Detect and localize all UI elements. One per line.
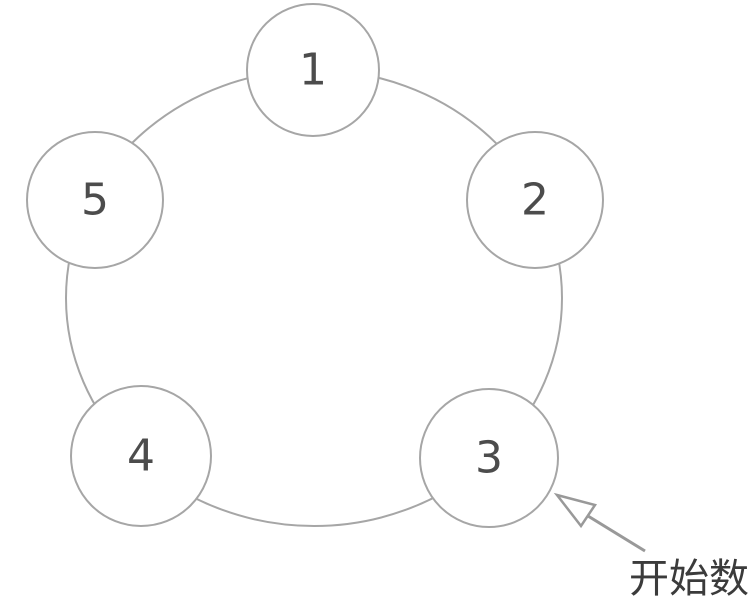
node-circle-2 bbox=[466, 131, 604, 269]
annotation-label: 开始数 bbox=[629, 556, 749, 602]
node-4: 4 bbox=[70, 385, 212, 527]
node-circle-5 bbox=[26, 131, 164, 269]
node-label-5: 5 bbox=[81, 175, 109, 226]
node-circle-1 bbox=[246, 3, 380, 137]
node-label-3: 3 bbox=[475, 433, 503, 484]
node-label-1: 1 bbox=[299, 45, 327, 96]
node-circle-3 bbox=[419, 388, 559, 528]
node-2: 2 bbox=[466, 131, 604, 269]
node-3: 3 bbox=[419, 388, 559, 528]
arrow-line bbox=[587, 514, 646, 553]
node-5: 5 bbox=[26, 131, 164, 269]
node-label-2: 2 bbox=[521, 175, 549, 226]
node-1: 1 bbox=[246, 3, 380, 137]
arrowhead-icon bbox=[553, 492, 598, 529]
node-circle-4 bbox=[70, 385, 212, 527]
node-label-4: 4 bbox=[127, 431, 155, 482]
start-annotation: 开始数 bbox=[553, 492, 749, 602]
